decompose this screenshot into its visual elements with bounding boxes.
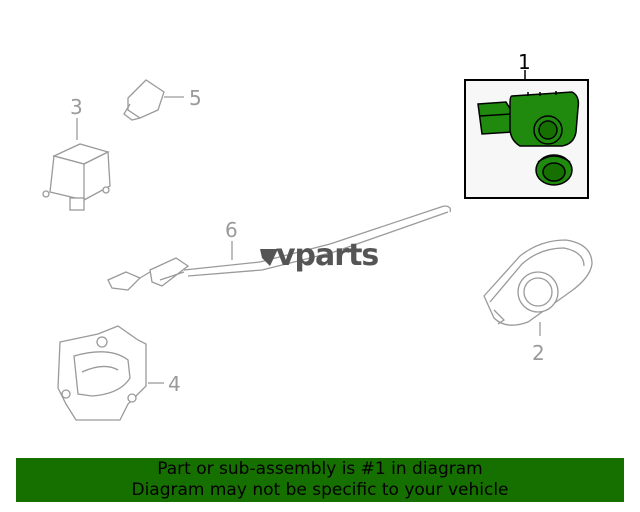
callout-1[interactable]: 1	[518, 50, 531, 74]
callout-5[interactable]: 5	[189, 86, 202, 110]
part-1-group[interactable]: 1	[464, 50, 589, 199]
info-banner: Part or sub-assembly is #1 in diagram Di…	[16, 458, 624, 502]
part-3-group[interactable]: 3	[42, 95, 111, 211]
callout-4[interactable]: 4	[168, 372, 181, 396]
vparts-logo: vparts	[260, 238, 379, 273]
part-6-wire-a	[183, 205, 445, 271]
logo-mark-icon	[260, 249, 278, 266]
logo-text: vparts	[276, 238, 378, 273]
part-4-bracket	[57, 325, 147, 421]
callout-3[interactable]: 3	[70, 95, 83, 119]
part-5-group[interactable]: 5	[123, 79, 202, 121]
part-2-group[interactable]: 2	[483, 239, 593, 365]
part-5-connector	[127, 79, 165, 119]
part-6-group[interactable]: 6	[107, 205, 452, 291]
part-6-wire-b	[187, 211, 449, 277]
banner-line-1: Part or sub-assembly is #1 in diagram	[157, 459, 483, 479]
part-3-connector	[69, 197, 85, 211]
part-6-plug-b	[107, 271, 142, 291]
callout-6[interactable]: 6	[225, 218, 238, 242]
part-1-ring[interactable]	[535, 154, 573, 186]
part-6-plug-a	[149, 257, 190, 287]
banner-line-2: Diagram may not be specific to your vehi…	[131, 480, 509, 500]
part-1-sensor[interactable]	[477, 91, 580, 147]
callout-2[interactable]: 2	[532, 341, 545, 365]
part-4-group[interactable]: 4	[57, 325, 181, 421]
